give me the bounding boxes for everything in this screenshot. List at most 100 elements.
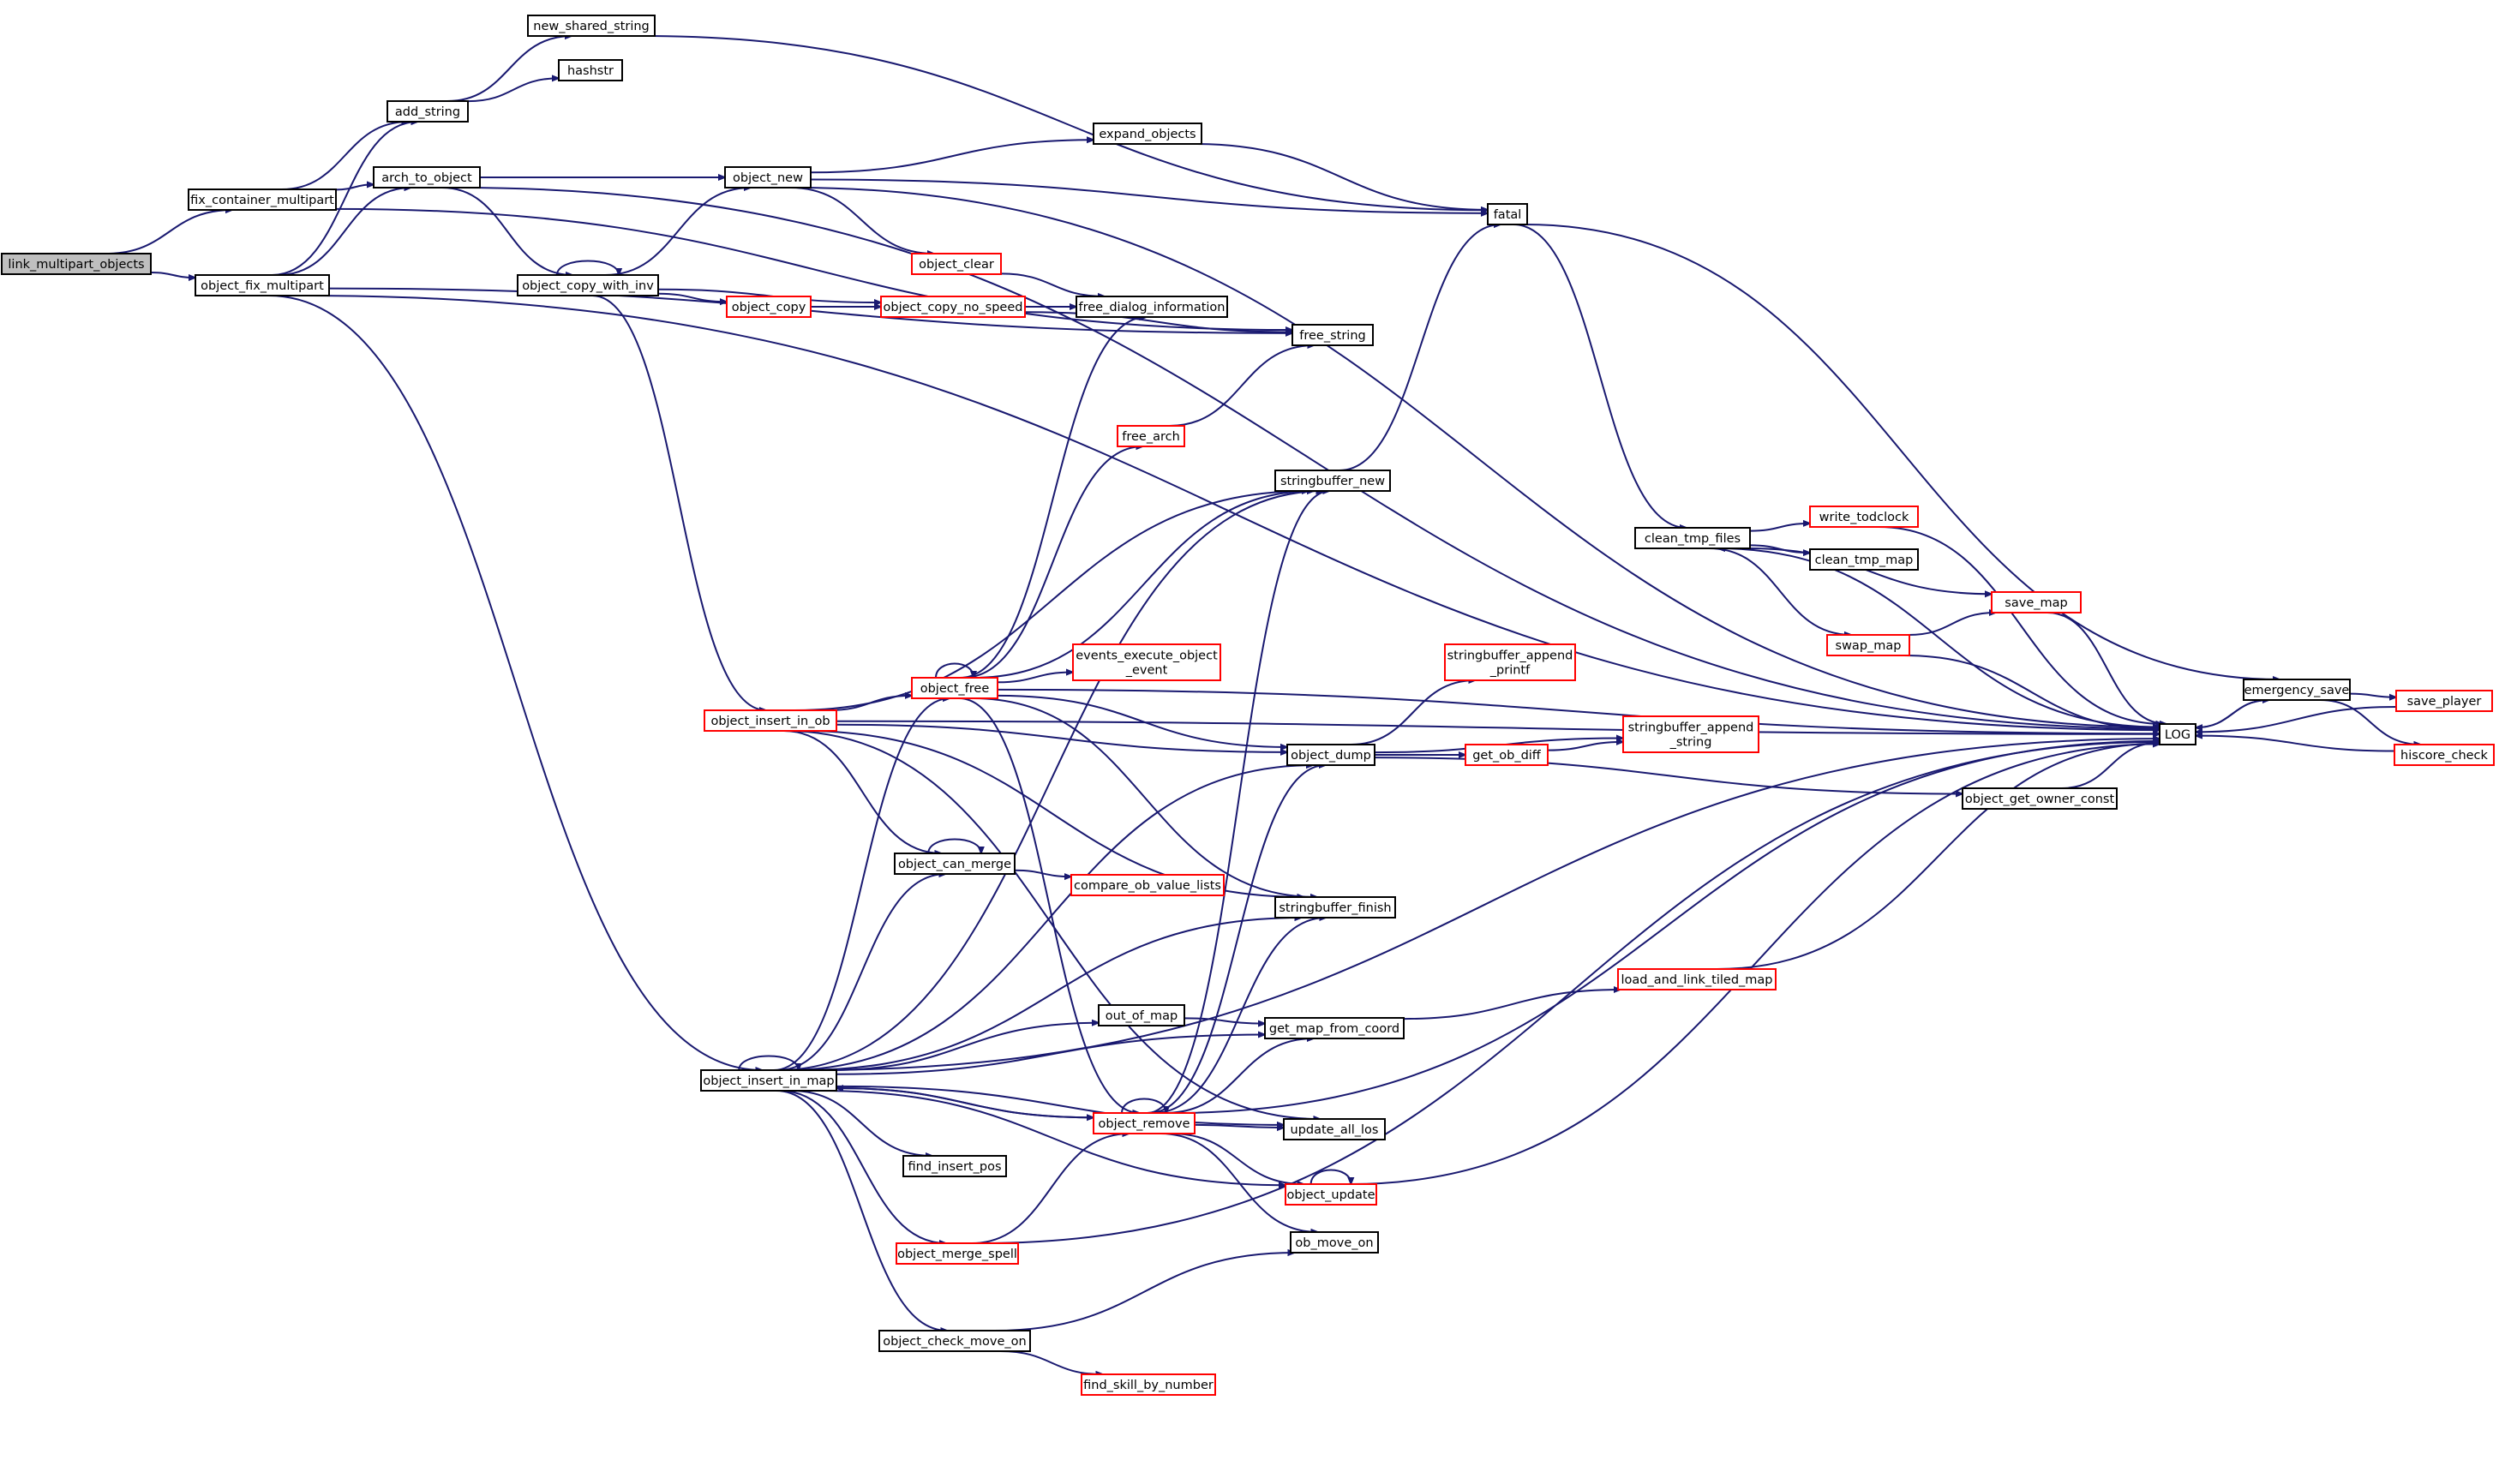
- node-label: clean_tmp_map: [1815, 554, 1914, 567]
- node-fix-container-multipart[interactable]: fix_container_multipart: [188, 188, 337, 211]
- node-box: [1283, 1118, 1386, 1140]
- node-stringbuffer-append-printf[interactable]: stringbuffer_append_printf: [1444, 643, 1576, 681]
- node-label: object_copy: [732, 301, 806, 314]
- node-ob-move-on[interactable]: ob_move_on: [1290, 1231, 1379, 1254]
- node-box: [1264, 1017, 1405, 1039]
- node-LOG[interactable]: LOG: [2159, 723, 2196, 745]
- edge-object_copy_no_speed-to-free_string: [1024, 311, 1292, 332]
- node-save-player[interactable]: save_player: [2395, 690, 2493, 712]
- node-box: [1070, 874, 1225, 896]
- node-object-free[interactable]: object_free: [911, 677, 998, 699]
- edge-write_todclock-to-LOG: [1879, 526, 2162, 724]
- node-emergency-save[interactable]: emergency_save: [2243, 679, 2351, 701]
- edge-object_free-to-free_arch: [962, 446, 1142, 679]
- node-box: [1622, 715, 1759, 753]
- node-box: [2159, 723, 2196, 745]
- node-new-shared-string[interactable]: new_shared_string: [527, 15, 656, 37]
- node-write-todclock[interactable]: write_todclock: [1809, 506, 1919, 528]
- node-label: object_free: [920, 682, 990, 696]
- node-free-arch[interactable]: free_arch: [1117, 425, 1185, 447]
- node-arch-to-object[interactable]: arch_to_object: [373, 166, 481, 188]
- node-label: object_dump: [1291, 749, 1371, 763]
- node-stringbuffer-append-string[interactable]: stringbuffer_append_string: [1622, 715, 1759, 753]
- node-events-execute-object-event[interactable]: events_execute_object_event: [1072, 643, 1221, 681]
- node-object-copy-no-speed[interactable]: object_copy_no_speed: [880, 296, 1026, 318]
- node-expand-objects[interactable]: expand_objects: [1093, 123, 1202, 145]
- node-label: fatal: [1494, 208, 1522, 222]
- edge-object_dump-to-stringbuffer_append_printf: [1351, 680, 1475, 745]
- node-label: stringbuffer_append: [1447, 649, 1573, 663]
- node-fatal[interactable]: fatal: [1487, 203, 1528, 225]
- node-object-get-owner-const[interactable]: object_get_owner_const: [1962, 787, 2118, 810]
- node-label: events_execute_object: [1076, 649, 1218, 663]
- node-object-insert-in-ob[interactable]: object_insert_in_ob: [704, 709, 837, 732]
- node-object-copy-with-inv[interactable]: object_copy_with_inv: [517, 274, 659, 296]
- node-object-new[interactable]: object_new: [724, 166, 812, 188]
- node-hiscore-check[interactable]: hiscore_check: [2394, 744, 2495, 766]
- edge-object_check_move_on-to-find_skill_by_number: [1000, 1350, 1103, 1374]
- node-label: find_insert_pos: [908, 1160, 1002, 1174]
- node-box: [1274, 470, 1391, 492]
- edge-object_clear-to-free_dialog_information: [1000, 272, 1105, 296]
- node-label: find_skill_by_number: [1083, 1379, 1214, 1392]
- node-label: free_string: [1299, 329, 1365, 343]
- node-box: [1286, 744, 1375, 766]
- node-link-multipart-objects[interactable]: link_multipart_objects: [1, 253, 152, 275]
- node-free-dialog-information[interactable]: free_dialog_information: [1076, 296, 1228, 318]
- node-label: object_get_owner_const: [1965, 793, 2115, 806]
- node-object-update[interactable]: object_update: [1285, 1183, 1377, 1206]
- edge-get_map_from_coord-to-load_and_link_tiled_map: [1403, 990, 1621, 1020]
- node-label: stringbuffer_append: [1628, 721, 1754, 735]
- edge-object_insert_in_map-to-object_free: [773, 698, 950, 1071]
- edge-object_insert_in_map-to-object_can_merge: [777, 874, 945, 1071]
- node-free-string[interactable]: free_string: [1291, 324, 1374, 346]
- node-object-copy[interactable]: object_copy: [726, 296, 812, 318]
- node-label: LOG: [2165, 728, 2190, 742]
- node-out-of-map[interactable]: out_of_map: [1098, 1004, 1185, 1026]
- node-box: [878, 1330, 1031, 1352]
- node-stringbuffer-finish[interactable]: stringbuffer_finish: [1274, 896, 1396, 919]
- edge-clean_tmp_files-to-write_todclock: [1749, 524, 1810, 532]
- node-update-all-los[interactable]: update_all_los: [1283, 1118, 1386, 1140]
- node-clean-tmp-map[interactable]: clean_tmp_map: [1809, 548, 1919, 571]
- edge-object_remove-to-update_all_los: [1194, 1123, 1284, 1128]
- node-load-and-link-tiled-map[interactable]: load_and_link_tiled_map: [1617, 968, 1777, 990]
- node-get-map-from-coord[interactable]: get_map_from_coord: [1264, 1017, 1405, 1039]
- node-object-merge-spell[interactable]: object_merge_spell: [896, 1242, 1019, 1265]
- node-find-insert-pos[interactable]: find_insert_pos: [902, 1155, 1007, 1177]
- node-box: [2243, 679, 2351, 701]
- node-label: object_fix_multipart: [201, 279, 324, 293]
- node-box: [700, 1069, 837, 1092]
- node-stringbuffer-new[interactable]: stringbuffer_new: [1274, 470, 1391, 492]
- edge-object_new-to-object_clear: [790, 187, 934, 254]
- node-label: _printf: [1489, 664, 1531, 678]
- edge-object_insert_in_map-to-stringbuffer_finish: [802, 918, 1301, 1071]
- node-add-string[interactable]: add_string: [387, 100, 469, 123]
- edge-clean_tmp_files-to-save_map: [1747, 548, 1992, 594]
- node-label: _event: [1125, 664, 1168, 678]
- node-object-dump[interactable]: object_dump: [1286, 744, 1375, 766]
- node-label: expand_objects: [1099, 128, 1196, 141]
- node-label: object_new: [733, 171, 803, 185]
- node-object-check-move-on[interactable]: object_check_move_on: [878, 1330, 1031, 1352]
- node-get-ob-diff[interactable]: get_ob_diff: [1465, 744, 1549, 766]
- edge-object_copy_with_inv-to-object_copy: [657, 292, 727, 302]
- edge-object_insert_in_ob-to-object_dump: [836, 723, 1287, 752]
- edge-object_remove-to-object_update: [1171, 1133, 1304, 1184]
- node-compare-ob-value-lists[interactable]: compare_ob_value_lists: [1070, 874, 1225, 896]
- node-label: emergency_save: [2244, 684, 2350, 697]
- edge-object_fix_multipart-to-arch_to_object: [278, 188, 411, 276]
- node-hashstr[interactable]: hashstr: [558, 59, 623, 81]
- node-clean-tmp-files[interactable]: clean_tmp_files: [1634, 527, 1751, 549]
- node-find-skill-by-number[interactable]: find_skill_by_number: [1081, 1373, 1216, 1396]
- node-swap-map[interactable]: swap_map: [1826, 634, 1910, 656]
- node-object-can-merge[interactable]: object_can_merge: [894, 853, 1016, 875]
- edge-object_remove-to-ob_move_on: [1160, 1133, 1318, 1232]
- node-object-clear[interactable]: object_clear: [911, 253, 1002, 275]
- edge-object_remove-to-stringbuffer_new: [1147, 491, 1330, 1114]
- node-object-remove[interactable]: object_remove: [1093, 1112, 1196, 1134]
- node-object-fix-multipart[interactable]: object_fix_multipart: [195, 274, 330, 296]
- node-object-insert-in-map[interactable]: object_insert_in_map: [700, 1069, 837, 1092]
- node-save-map[interactable]: save_map: [1991, 591, 2082, 613]
